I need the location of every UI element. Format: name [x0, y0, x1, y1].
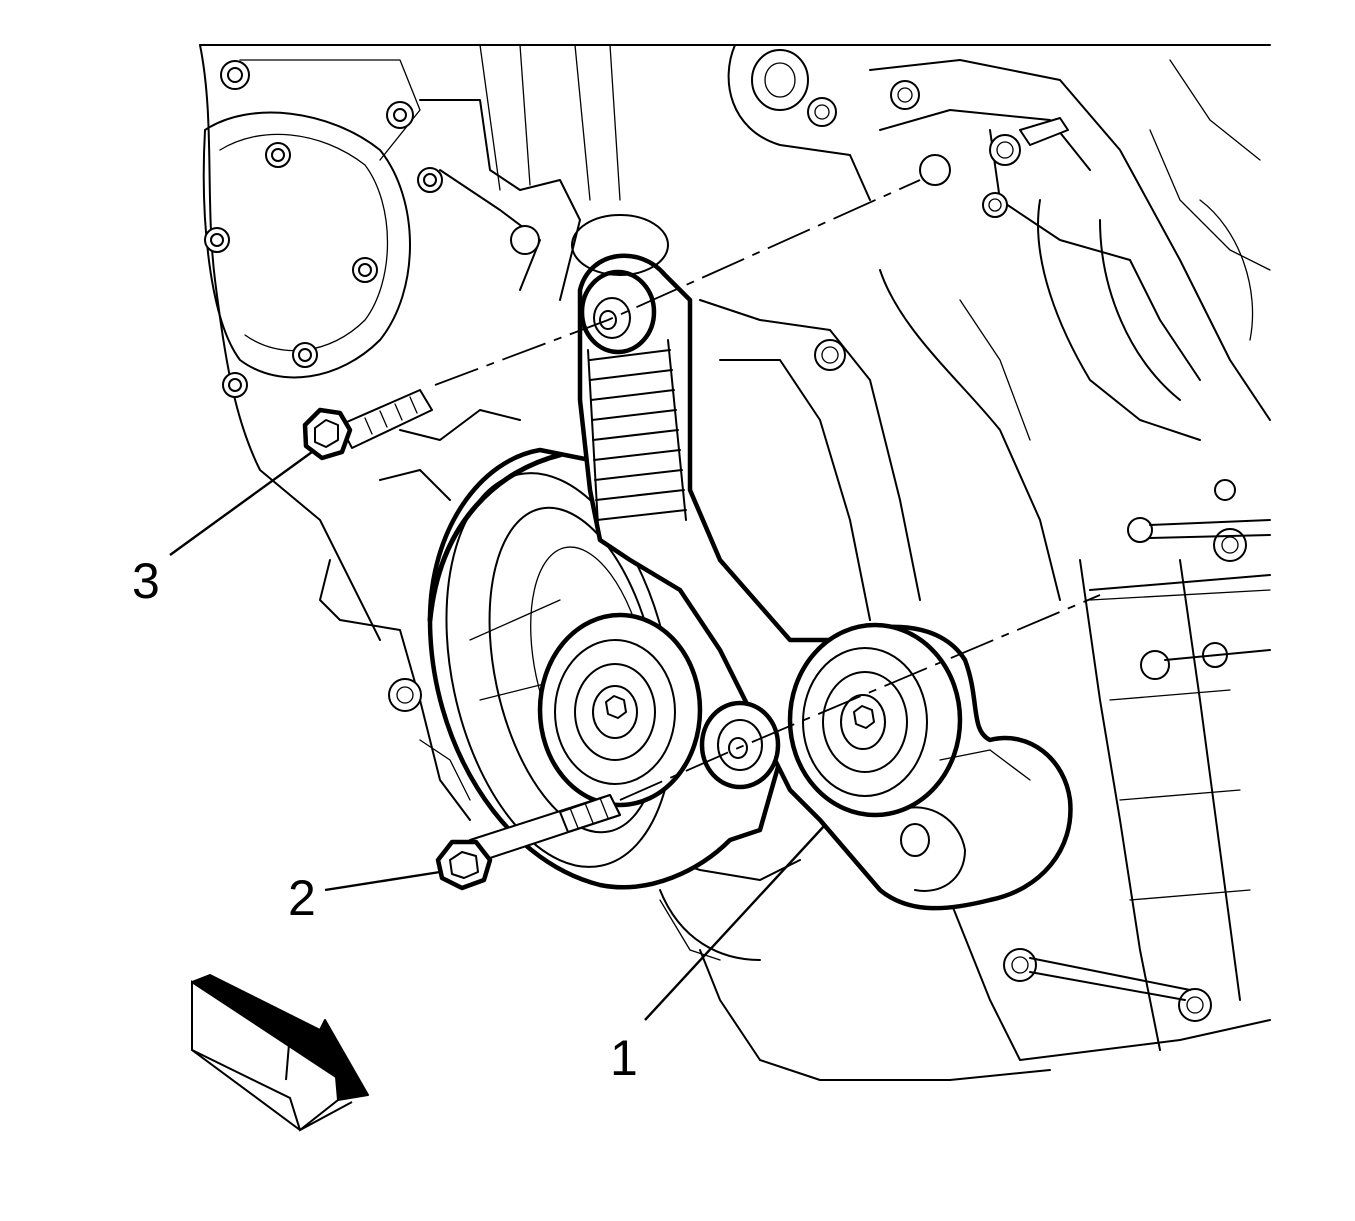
alignment-lines — [434, 179, 1101, 801]
callout-label-3: 3 — [132, 553, 160, 609]
tensioner-spring — [587, 339, 687, 526]
leader-line-2 — [324, 870, 441, 892]
engine-block — [199, 44, 1271, 1081]
leader-lines — [169, 451, 826, 1021]
callout-label-2: 2 — [288, 870, 316, 926]
tensioner-upper-bolt — [302, 389, 433, 461]
drive-belt-tensioner — [537, 214, 1073, 911]
callout-label-1: 1 — [610, 1030, 638, 1086]
drive-belt-outline — [427, 452, 563, 623]
view-direction-arrow-icon — [191, 974, 369, 1132]
tensioner-lower-bolt — [435, 794, 621, 891]
leader-line-1 — [644, 824, 826, 1021]
leader-line-3 — [169, 451, 313, 556]
